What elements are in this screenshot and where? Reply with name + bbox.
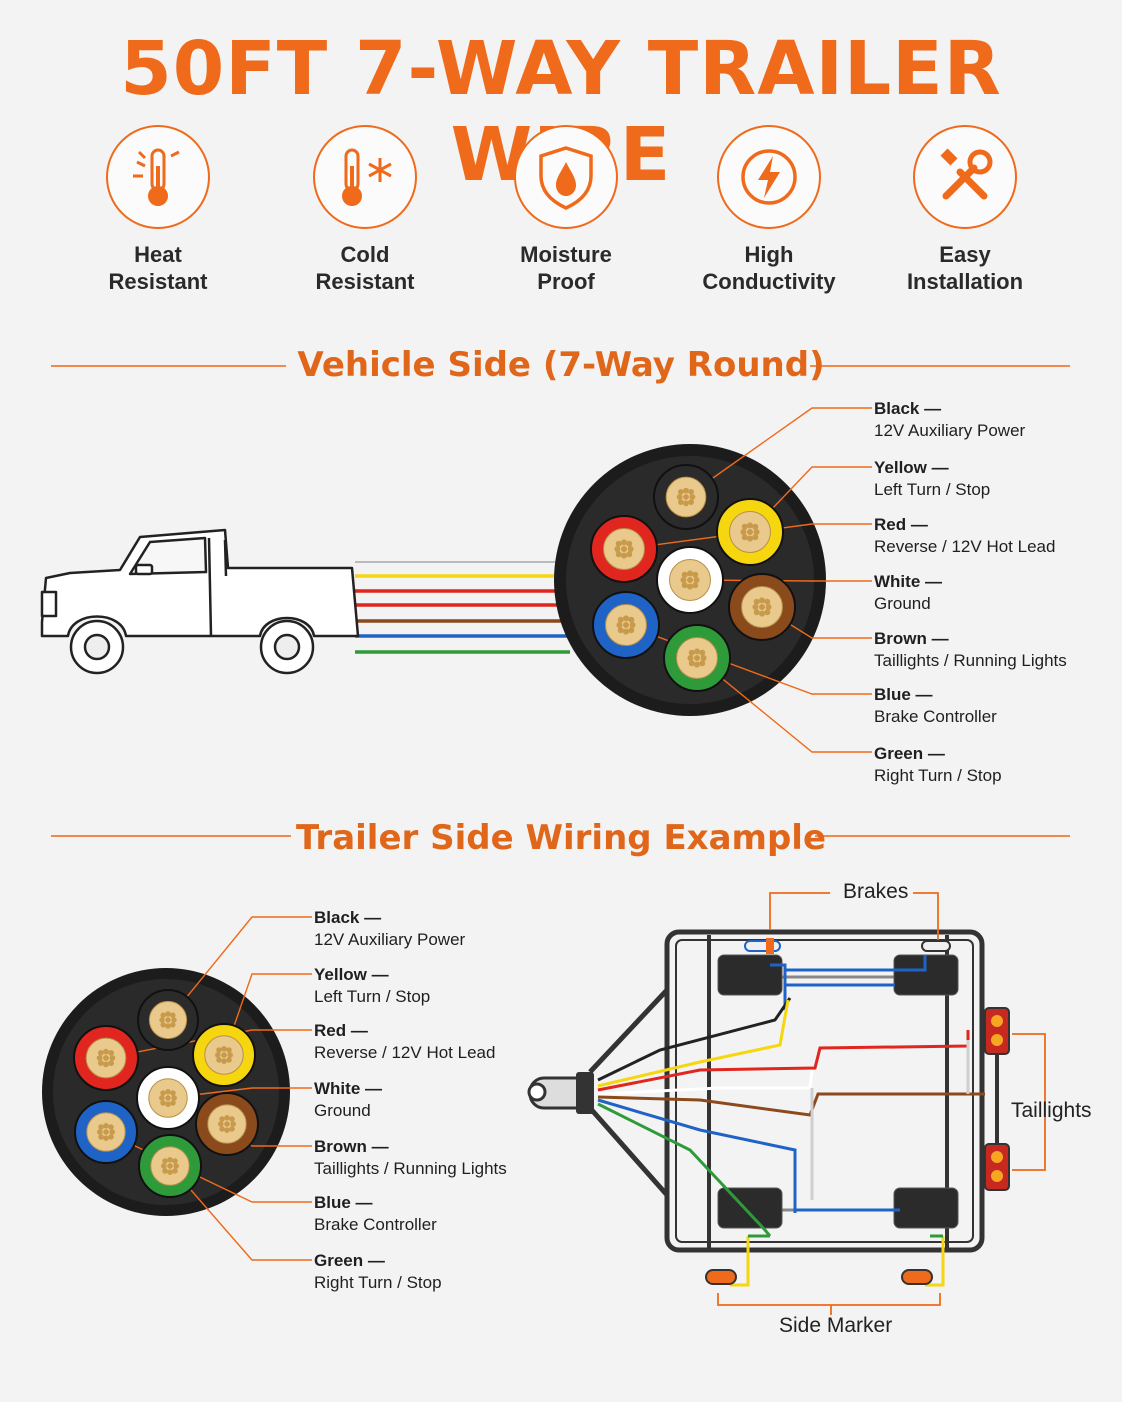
pin-function: Right Turn / Stop [874, 766, 1002, 785]
pin-function: Ground [874, 594, 931, 613]
pin-color: Red — [314, 1021, 368, 1040]
trailer-pin-label-red: Red — Reverse / 12V Hot Lead [314, 1020, 495, 1064]
pin-function: Reverse / 12V Hot Lead [874, 537, 1056, 556]
feature-label-line2: Proof [537, 269, 595, 294]
feature-label-line1: High [744, 242, 794, 267]
pin-function: Left Turn / Stop [874, 480, 991, 499]
tire-icon [717, 954, 959, 1229]
section-divider-left [51, 835, 291, 837]
section-divider-right [815, 835, 1070, 837]
trailer-pin-label-blue: Blue — Brake Controller [314, 1192, 437, 1236]
vehicle-section-title: Vehicle Side (7-Way Round) [297, 345, 825, 385]
pin-color: White — [874, 572, 942, 591]
side-marker-light-icon [705, 1269, 933, 1285]
pin-function: Reverse / 12V Hot Lead [314, 1043, 496, 1062]
vehicle-pin-label-yellow: Yellow — Left Turn / Stop [874, 457, 990, 501]
trailer-leader-line [169, 1165, 312, 1261]
pin-color: White — [314, 1079, 382, 1098]
pin-color: Blue — [874, 685, 933, 704]
vehicle-pin-label-green: Green — Right Turn / Stop [874, 743, 1002, 787]
feature-label-line2: Resistant [315, 269, 415, 294]
taillights-label: Taillights [1011, 1099, 1092, 1122]
trailer-leader-line [167, 916, 312, 1021]
vehicle-leader-line [623, 523, 872, 550]
brake-assembly-icon [744, 938, 951, 954]
trailer-pin-label-brown: Brown — Taillights / Running Lights [314, 1136, 507, 1180]
feature-label-line1: Moisture [520, 242, 612, 267]
trailer-section-title: Trailer Side Wiring Example [295, 818, 827, 858]
thermometer-snowflake-icon [313, 125, 417, 229]
vehicle-pin-label-black: Black — 12V Auxiliary Power [874, 398, 1025, 442]
pin-color: Green — [874, 744, 945, 763]
brakes-label: Brakes [843, 880, 909, 903]
pin-color: Yellow — [874, 458, 949, 477]
section-divider-right [810, 365, 1070, 367]
pin-color: Brown — [874, 629, 949, 648]
pin-function: Brake Controller [874, 707, 997, 726]
vehicle-leader-line [685, 407, 872, 498]
pin-color: Black — [874, 399, 942, 418]
vehicle-pin-label-brown: Brown — Taillights / Running Lights [874, 628, 1067, 672]
truck-wire-bundle [355, 561, 570, 654]
pin-function: Brake Controller [314, 1215, 437, 1234]
pin-function: Taillights / Running Lights [874, 651, 1067, 670]
trailer-pin-label-white: White — Ground [314, 1078, 382, 1122]
pin-function: Ground [314, 1101, 371, 1120]
taillight-icon [984, 1007, 1010, 1191]
pin-color: Brown — [314, 1137, 389, 1156]
trailer-pin-label-black: Black — 12V Auxiliary Power [314, 907, 465, 951]
section-divider-left [51, 365, 286, 367]
feature-label-line1: Cold [340, 242, 390, 267]
pin-function: Left Turn / Stop [314, 987, 431, 1006]
pin-function: 12V Auxiliary Power [874, 421, 1026, 440]
pickup-truck-icon [40, 528, 360, 675]
trailer-leader-line [105, 1029, 312, 1059]
side-marker-label: Side Marker [779, 1314, 893, 1337]
vehicle-leader-line [689, 579, 872, 582]
lightning-icon [717, 125, 821, 229]
vehicle-pin-label-red: Red — Reverse / 12V Hot Lead [874, 514, 1055, 558]
pin-function: Taillights / Running Lights [314, 1159, 507, 1178]
pin-color: Yellow — [314, 965, 389, 984]
pin-color: Black — [314, 908, 382, 927]
pin-function: 12V Auxiliary Power [314, 930, 466, 949]
vehicle-leader-line [696, 657, 872, 753]
coupler-icon [527, 1072, 594, 1114]
trailer-pin-label-green: Green — Right Turn / Stop [314, 1250, 442, 1294]
pin-function: Right Turn / Stop [314, 1273, 442, 1292]
marker-wiring [730, 1236, 945, 1287]
pin-color: Red — [874, 515, 928, 534]
vehicle-pin-label-white: White — Ground [874, 571, 942, 615]
feature-label-line2: Installation [906, 269, 1024, 294]
pin-color: Green — [314, 1251, 385, 1270]
shield-drop-icon [514, 125, 618, 229]
callout-brackets [717, 892, 1046, 1315]
wrench-screwdriver-icon [913, 125, 1017, 229]
vehicle-pin-label-blue: Blue — Brake Controller [874, 684, 997, 728]
feature-label-line2: Conductivity [702, 269, 836, 294]
trailer-pin-label-yellow: Yellow — Left Turn / Stop [314, 964, 430, 1008]
pin-color: Blue — [314, 1193, 373, 1212]
feature-label-line1: Heat [134, 242, 182, 267]
feature-label-line1: Easy [939, 242, 991, 267]
thermometer-sun-icon [106, 125, 210, 229]
feature-label-line2: Resistant [108, 269, 208, 294]
brake-wiring [597, 955, 927, 1213]
